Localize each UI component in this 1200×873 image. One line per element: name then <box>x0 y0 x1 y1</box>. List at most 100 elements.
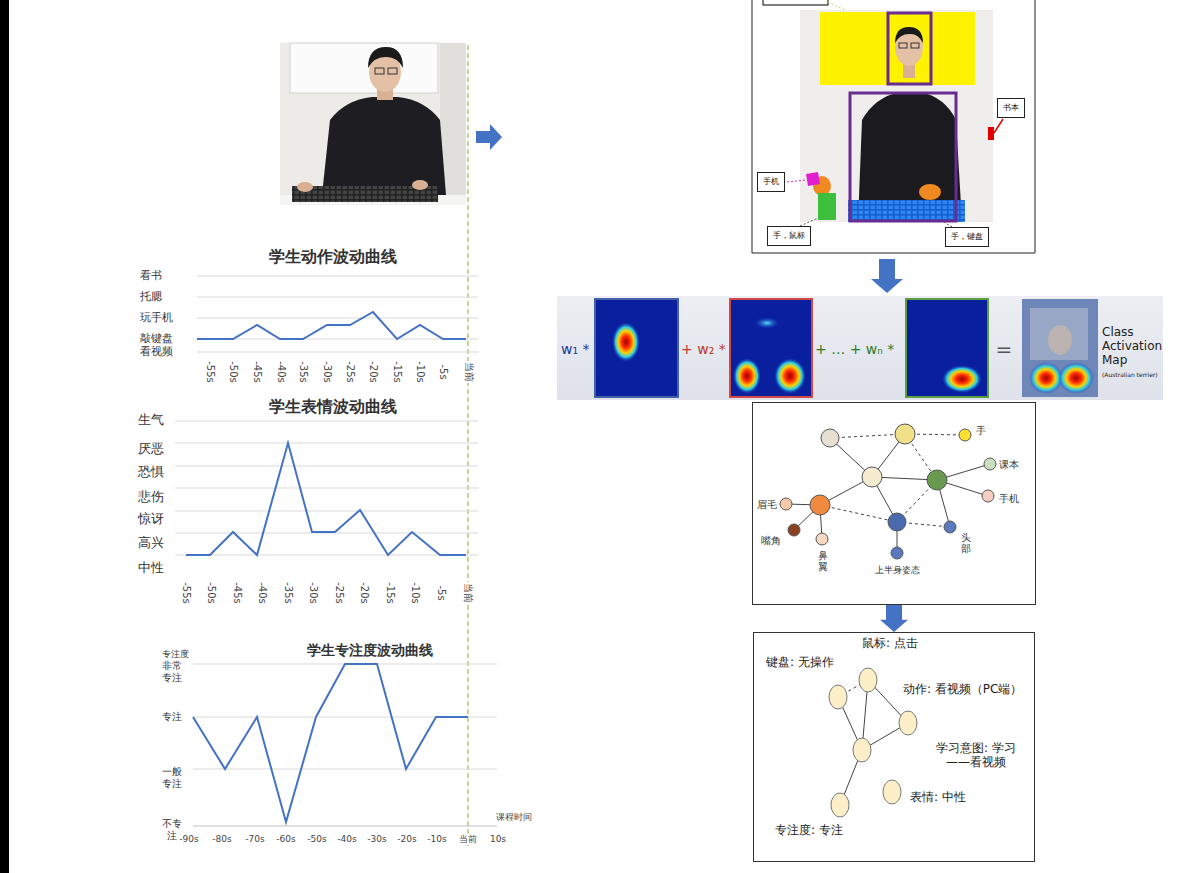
detection-photo-part <box>899 43 907 48</box>
action-chart-part <box>197 318 478 319</box>
time-tick: -35s <box>297 360 309 384</box>
time-tick: -40s <box>256 581 268 605</box>
emotion-chart-part <box>175 421 478 555</box>
detection-photo-part <box>763 0 828 5</box>
axis-category: 非常专注 <box>162 660 183 683</box>
student-photo-part <box>322 97 446 195</box>
axis-category: 高兴 <box>138 536 164 551</box>
cam-illustration-part <box>942 365 982 393</box>
result-graph-part <box>838 680 908 805</box>
detection-photo-part <box>911 43 919 48</box>
time-tick: -50s <box>306 834 327 844</box>
student-photo-part <box>297 182 313 192</box>
result-graph-part <box>883 780 901 804</box>
feature-graph-part <box>982 490 994 502</box>
node-text: 课本 <box>999 459 1019 471</box>
time-tick: -50s <box>205 581 217 605</box>
emotion-chart-part <box>175 443 478 444</box>
time-tick: -55s <box>180 581 192 605</box>
axis-category: 恐惧 <box>138 465 164 480</box>
axis-category: 专注 <box>162 711 182 723</box>
emotion-chart-part <box>175 421 478 422</box>
detection-photo-part <box>988 127 994 140</box>
object-label-box: 手，键盘 <box>945 227 989 247</box>
action-chart-part <box>197 352 478 353</box>
object-label-box: 手机 <box>757 172 785 192</box>
time-tick: 10s <box>490 834 506 844</box>
axis-category: 一般专注 <box>162 766 183 789</box>
node-text: + w₂ * <box>681 341 726 357</box>
feature-graph <box>780 424 996 559</box>
time-tick: -10s <box>414 360 426 384</box>
flow-arrow <box>871 259 903 293</box>
result-graph-part <box>829 685 847 709</box>
node-text: 眉毛 <box>757 499 777 511</box>
student-photo-part <box>412 180 428 190</box>
node-text: 上半身姿态 <box>875 565 920 575</box>
detection-photo-part <box>994 119 1003 133</box>
student-photo-part <box>290 43 438 93</box>
time-tick: -80s <box>211 834 232 844</box>
chart-title: 学生专注度波动曲线 <box>307 642 433 658</box>
focus-chart-part <box>193 769 497 770</box>
feature-graph-part <box>780 424 996 559</box>
cam-illustration-part <box>733 358 761 394</box>
cam-band: w₁ *+ w₂ *+ … + wₙ *=Class Activation Ma… <box>557 296 1163 400</box>
time-marker <box>468 45 469 846</box>
emotion-chart-part <box>175 511 478 512</box>
emotion-chart-part <box>175 555 478 556</box>
time-tick: -5s <box>435 584 447 601</box>
result-panel: 鼠标: 点击键盘: 无操作动作: 看视频（PC端）学习意图: 学习——看视频表情… <box>753 632 1035 862</box>
detection-photo-part <box>806 172 820 186</box>
axis-title: 专注度 <box>162 649 189 659</box>
chart-title: 学生动作波动曲线 <box>269 248 397 266</box>
flow-arrow-part <box>476 124 502 150</box>
feature-graph-part <box>816 533 828 545</box>
node-text: Class Activation Map <box>1102 326 1160 367</box>
cam-illustration-part <box>612 322 640 362</box>
action-chart-part <box>197 297 478 298</box>
time-tick: -25s <box>344 360 356 384</box>
detection-photo-part <box>800 10 993 222</box>
detection-photo-part <box>895 28 923 66</box>
feature-graph-part <box>788 524 800 536</box>
cam-illustration-part <box>595 299 678 397</box>
node-text: 学习意图: 学习——看视频 <box>926 742 1026 770</box>
node-text: 手 <box>976 425 986 437</box>
axis-category: 托腮 <box>140 291 162 304</box>
node-text: 手机 <box>763 177 779 187</box>
result-graph-part <box>831 793 849 817</box>
result-graph-part <box>859 668 877 692</box>
axis-category: 厌恶 <box>138 442 164 457</box>
detection-photo-part <box>888 13 931 84</box>
time-tick: -15s <box>384 581 396 605</box>
time-tick: -45s <box>251 360 263 384</box>
detection-photo <box>752 0 1035 253</box>
axis-category: 惊讶 <box>138 512 164 527</box>
node-text: 手机 <box>999 493 1019 505</box>
node-text: 书本 <box>1003 103 1019 113</box>
time-tick: -10s <box>426 834 447 844</box>
detection-photo-part <box>895 27 923 43</box>
feature-graph-part <box>820 505 897 522</box>
node-text: = <box>996 338 1013 361</box>
feature-graph-part <box>862 467 882 487</box>
action-chart-part <box>197 276 478 352</box>
node-text: 鼻翼 <box>818 550 828 572</box>
axis-category: 中性 <box>138 561 164 576</box>
axis-category: 看视频 <box>140 346 173 359</box>
action-chart-part <box>197 312 466 339</box>
flow-arrow <box>476 124 502 150</box>
feature-graph-part <box>959 429 971 441</box>
node-text: 鼠标: 点击 <box>862 637 918 651</box>
cam-illustration <box>557 296 1163 400</box>
node-text: 头部 <box>961 532 971 554</box>
time-tick: 当前 <box>462 582 474 604</box>
edge-bar <box>0 0 9 873</box>
axis-category: 悲伤 <box>138 490 164 505</box>
time-tick: -10s <box>409 581 421 605</box>
time-tick: -90s <box>178 834 199 844</box>
time-tick: -55s <box>204 360 216 384</box>
feature-graph-part <box>820 434 965 527</box>
